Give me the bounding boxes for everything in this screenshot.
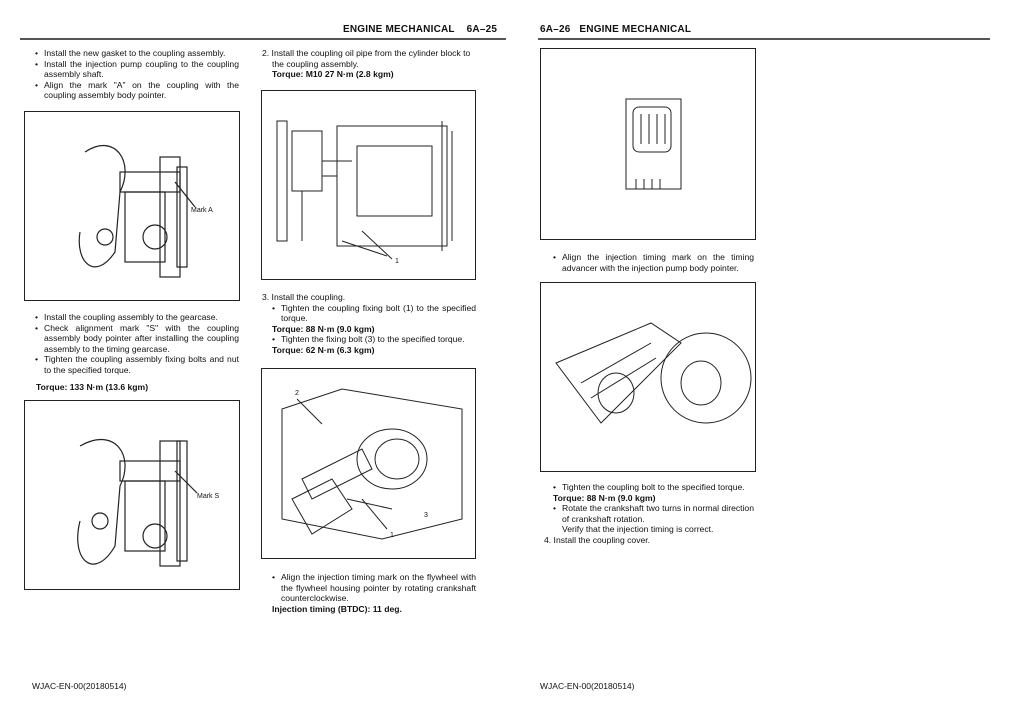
header-rule: [20, 38, 506, 40]
step-4: 4. Install the coupling cover.: [544, 534, 651, 545]
torque-spec: Torque: 88 N·m (9.0 kgm): [272, 323, 375, 334]
bullet: Install the coupling assembly to the gea…: [35, 312, 239, 323]
mark-s-label: Mark S: [197, 493, 220, 500]
figure-pump-pointer: [540, 282, 756, 472]
figure-coupling: 2 3 1: [261, 368, 476, 559]
figure-mark-s: Mark S: [24, 400, 240, 590]
figure-timing-advancer: [540, 48, 756, 240]
verify-text: Verify that the injection timing is corr…: [562, 524, 714, 535]
torque-spec: Torque: M10 27 N·m (2.8 kgm): [272, 69, 394, 80]
bullet: Rotate the crankshaft two turns in norma…: [553, 503, 754, 524]
step-3: 3. Install the coupling.: [262, 292, 346, 302]
footer-doc-code: WJAC-EN-00(20180514): [32, 681, 127, 691]
bullet: Tighten the coupling assembly fixing bol…: [35, 354, 239, 375]
col1-bullets-a: Install the new gasket to the coupling a…: [35, 48, 239, 101]
bullet: Align the injection timing mark on the f…: [272, 572, 476, 604]
col1-bullets-b: Install the coupling assembly to the gea…: [35, 312, 239, 376]
callout-1: 1: [395, 258, 399, 265]
bullet: Tighten the coupling bolt to the specifi…: [553, 482, 754, 493]
callout-1: 1: [390, 532, 394, 539]
page-number: 6A–26: [540, 24, 571, 35]
step-2: 2. Install the coupling oil pipe from th…: [262, 48, 471, 69]
bullet: Tighten the fixing bolt (3) to the speci…: [272, 334, 476, 345]
left-page-header: ENGINE MECHANICAL 6A–25: [343, 24, 498, 36]
mark-a-label: Mark A: [191, 207, 213, 214]
right-page-header: 6A–26 ENGINE MECHANICAL: [540, 24, 692, 36]
section-title: ENGINE MECHANICAL: [343, 24, 455, 35]
figure-mark-a: Mark A: [24, 111, 240, 301]
bullet: Install the injection pump coupling to t…: [35, 59, 239, 80]
injection-timing-spec: Injection timing (BTDC): 11 deg.: [272, 603, 402, 614]
bullet: Tighten the coupling fixing bolt (1) to …: [272, 303, 476, 324]
col2-step3: 3. Install the coupling. Tighten the cou…: [262, 292, 476, 356]
bullet: Install the new gasket to the coupling a…: [35, 48, 239, 59]
callout-2: 2: [295, 390, 299, 397]
bullet: Align the injection timing mark on the t…: [553, 252, 754, 273]
torque-spec: Torque: 133 N·m (13.6 kgm): [36, 382, 149, 392]
callout-3: 3: [424, 512, 428, 519]
figure-oil-pipe: 1: [261, 90, 476, 280]
header-rule: [538, 38, 990, 40]
footer-doc-code: WJAC-EN-00(20180514): [540, 681, 635, 691]
bullet: Check alignment mark "S" with the coupli…: [35, 323, 239, 355]
bullet: Align the mark "A" on the coupling with …: [35, 80, 239, 101]
right-bullet1: Align the injection timing mark on the t…: [553, 252, 754, 273]
page-number: 6A–25: [466, 24, 498, 35]
section-title: ENGINE MECHANICAL: [579, 24, 692, 35]
torque-spec: Torque: 62 N·m (6.3 kgm): [272, 344, 375, 355]
col2-step2: 2. Install the coupling oil pipe from th…: [262, 48, 476, 80]
torque-spec: Torque: 88 N·m (9.0 kgm): [553, 492, 656, 503]
right-steps: Tighten the coupling bolt to the specifi…: [544, 482, 754, 546]
col2-final: Align the injection timing mark on the f…: [272, 572, 476, 614]
